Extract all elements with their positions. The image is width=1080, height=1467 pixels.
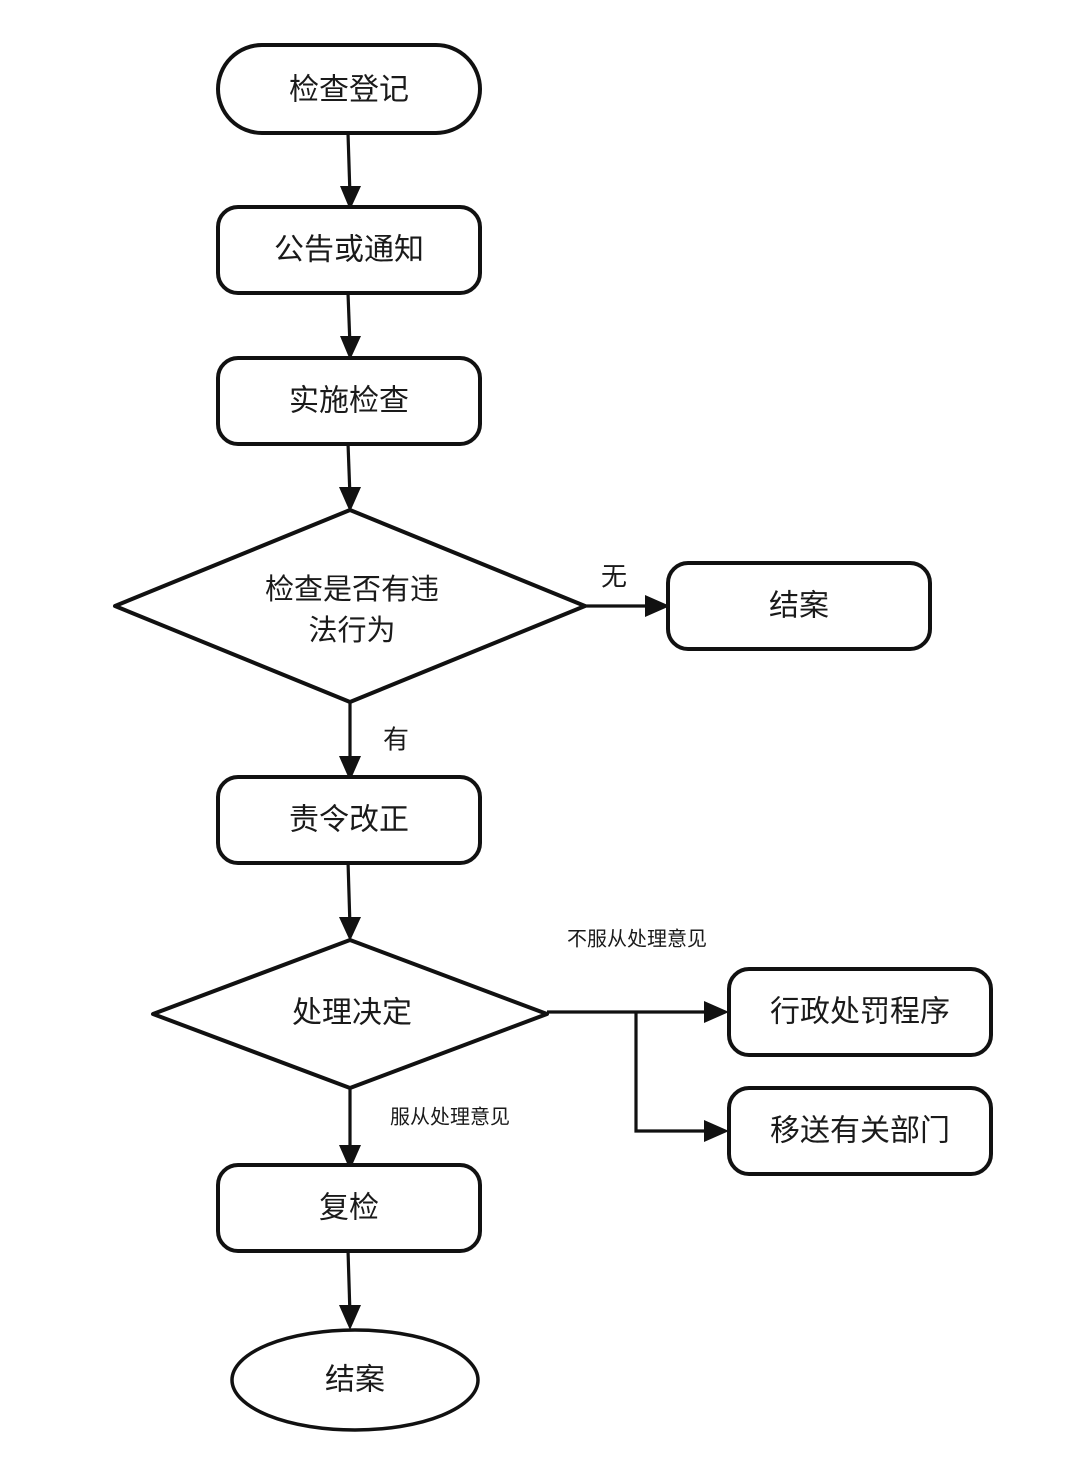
edge-label-refuse-opinion: 不服从处理意见 bbox=[567, 927, 707, 951]
node-handling-decision-label: 处理决定 bbox=[292, 996, 412, 1031]
node-has-violation-decision-label-line2: 法行为 bbox=[308, 613, 395, 647]
node-close-case-top[interactable]: 结案 bbox=[666, 561, 932, 651]
node-conduct-inspection-label: 实施检查 bbox=[289, 384, 409, 419]
node-inspection-registration-label: 检查登记 bbox=[289, 73, 409, 108]
node-close-case-end-label: 结案 bbox=[325, 1363, 385, 1398]
node-order-correction[interactable]: 责令改正 bbox=[216, 775, 482, 865]
node-announce-or-notify[interactable]: 公告或通知 bbox=[216, 205, 482, 295]
node-handling-decision[interactable]: 处理决定 bbox=[151, 938, 549, 1090]
node-transfer-department-label: 移送有关部门 bbox=[770, 1114, 950, 1149]
node-close-case-end[interactable]: 结案 bbox=[230, 1328, 480, 1432]
edge-handling-refuse-branch bbox=[547, 1001, 729, 1142]
node-order-correction-label: 责令改正 bbox=[289, 803, 409, 838]
edge-violation-yes-to-correction bbox=[339, 702, 361, 781]
edge-correction-to-handling bbox=[339, 860, 361, 941]
node-announce-or-notify-label: 公告或通知 bbox=[274, 233, 424, 268]
node-re-inspection[interactable]: 复检 bbox=[216, 1163, 482, 1253]
node-conduct-inspection[interactable]: 实施检查 bbox=[216, 356, 482, 446]
edge-notify-to-inspection bbox=[340, 292, 361, 360]
node-inspection-registration[interactable]: 检查登记 bbox=[216, 43, 482, 135]
edge-label-has-violation: 有 bbox=[383, 726, 409, 756]
node-administrative-penalty-label: 行政处罚程序 bbox=[770, 995, 950, 1030]
edge-label-accept-opinion: 服从处理意见 bbox=[390, 1105, 510, 1129]
edge-reinspection-to-close bbox=[339, 1249, 361, 1330]
node-has-violation-decision[interactable]: 检查是否有违 法行为 bbox=[113, 508, 587, 704]
edge-violation-none-to-close bbox=[585, 595, 670, 617]
node-close-case-top-label: 结案 bbox=[769, 589, 829, 624]
edge-registration-to-notify bbox=[340, 132, 361, 210]
edge-handling-accept-to-reinspection bbox=[339, 1088, 361, 1170]
node-administrative-penalty[interactable]: 行政处罚程序 bbox=[727, 967, 993, 1057]
node-has-violation-decision-label-line1: 检查是否有违 bbox=[265, 572, 439, 606]
node-re-inspection-label: 复检 bbox=[319, 1191, 379, 1226]
edge-label-none-violation: 无 bbox=[601, 563, 627, 593]
edge-inspection-to-violation-decision bbox=[339, 442, 361, 512]
node-transfer-department[interactable]: 移送有关部门 bbox=[727, 1086, 993, 1176]
